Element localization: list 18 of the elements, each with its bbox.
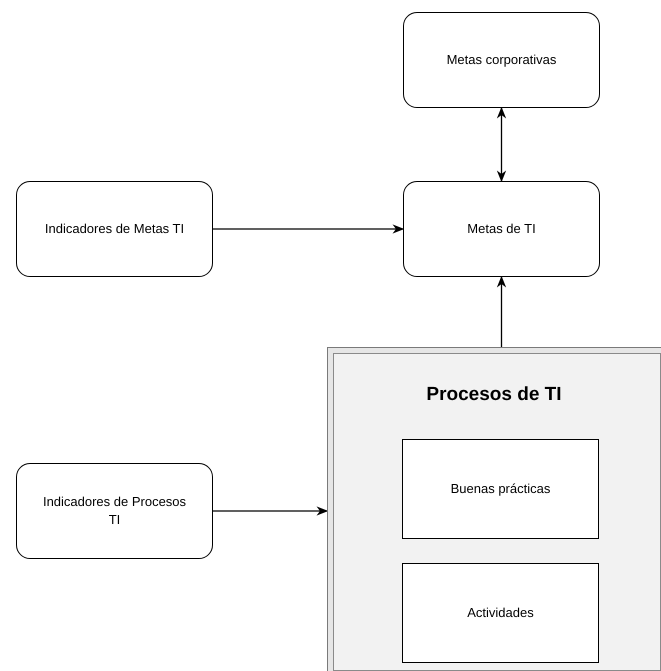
box-label: Metas corporativas bbox=[446, 51, 556, 69]
process-box bbox=[402, 563, 599, 663]
box-label: Actividades bbox=[467, 604, 534, 622]
rounded-box bbox=[403, 181, 600, 277]
arrow bbox=[496, 276, 506, 347]
box-label: Buenas prácticas bbox=[450, 480, 550, 498]
box-label: Indicadores de Procesos TI bbox=[42, 493, 188, 529]
arrow bbox=[213, 506, 328, 516]
process-box bbox=[402, 439, 599, 539]
group-container bbox=[327, 347, 661, 671]
arrow bbox=[213, 224, 404, 234]
group-title: Procesos de TI bbox=[425, 384, 563, 406]
rounded-box bbox=[16, 463, 213, 559]
rounded-box bbox=[16, 181, 213, 277]
rounded-box bbox=[403, 12, 600, 108]
box-label: Indicadores de Metas TI bbox=[44, 220, 184, 238]
box-label: Metas de TI bbox=[467, 220, 536, 238]
arrow bbox=[496, 106, 506, 182]
